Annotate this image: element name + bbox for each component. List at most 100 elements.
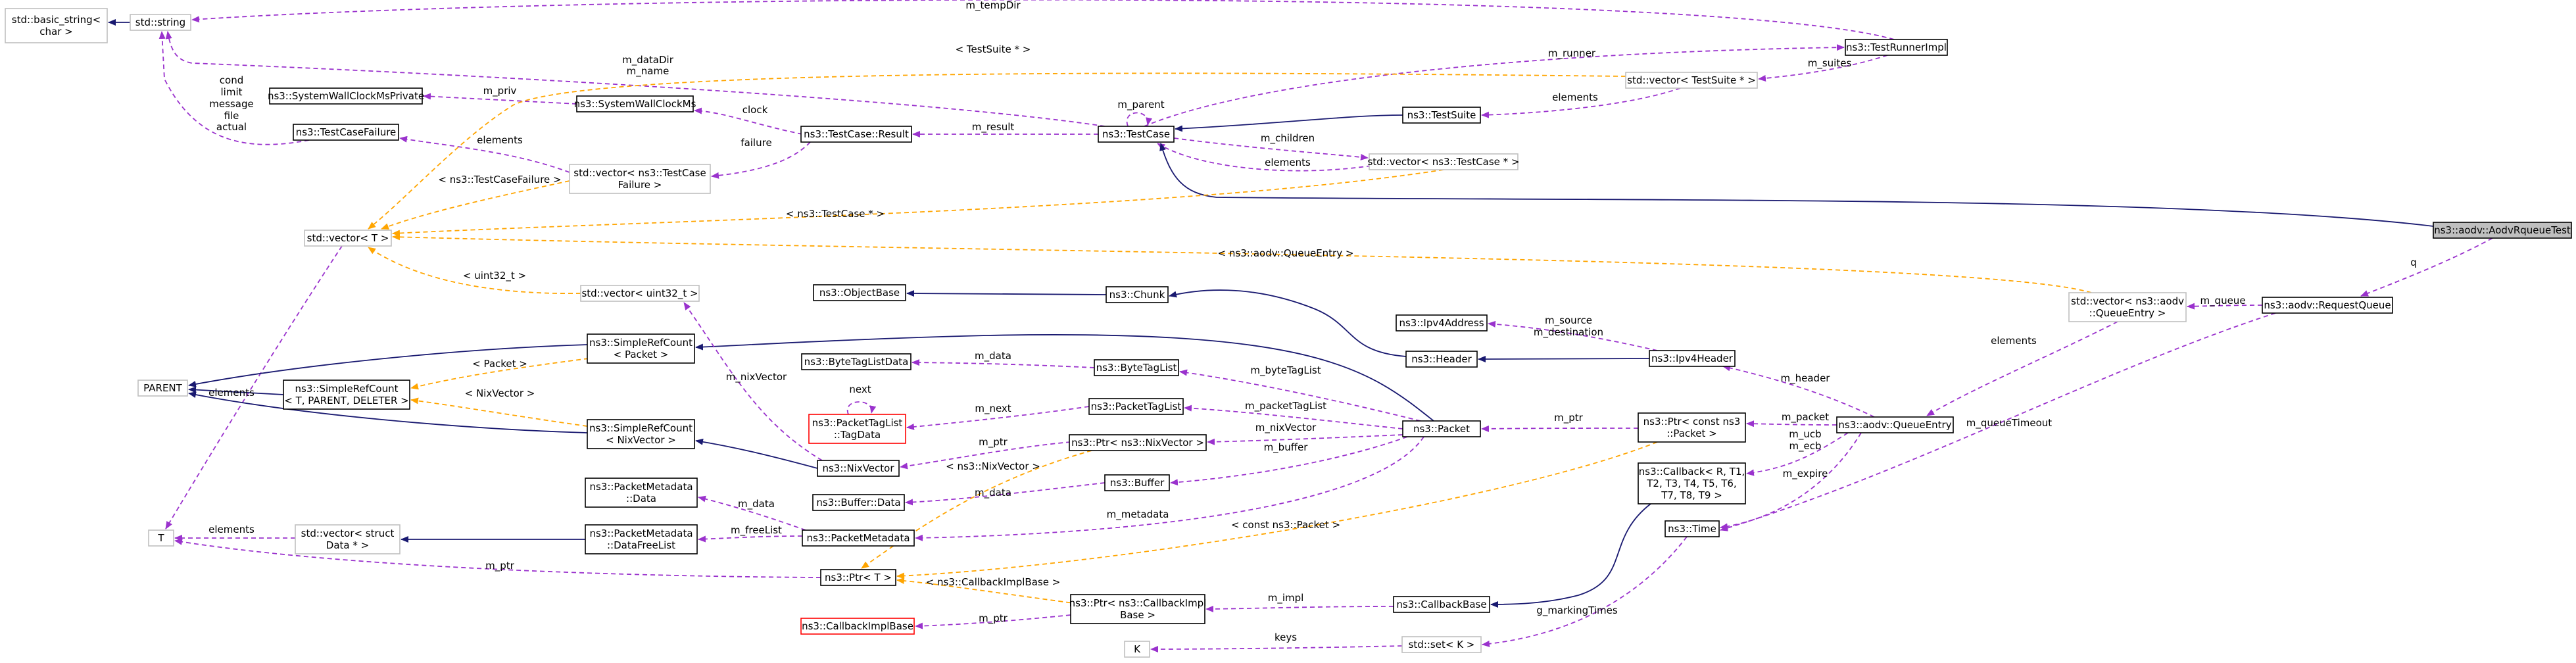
node-vec_qe[interactable]: std::vector< ns3::aodv::QueueEntry > xyxy=(2068,292,2187,322)
node-vec_ts[interactable]: std::vector< TestSuite * > xyxy=(1625,72,1758,89)
node-box xyxy=(2068,292,2187,322)
node-label: ns3::SimpleRefCount xyxy=(295,383,399,395)
node-parent[interactable]: PARENT xyxy=(137,380,188,397)
node-bytetaglistdata[interactable]: ns3::ByteTagListData xyxy=(801,353,911,370)
node-pmfreelist[interactable]: ns3::PacketMetadata::DataFreeList xyxy=(585,524,698,554)
node-pmdata[interactable]: ns3::PacketMetadata::Data xyxy=(585,478,698,508)
node-chunk[interactable]: ns3::Chunk xyxy=(1106,286,1169,303)
edge-testcase-to-string xyxy=(165,31,1106,127)
node-callbackbase[interactable]: ns3::CallbackBase xyxy=(1393,596,1490,613)
node-box xyxy=(801,353,911,370)
node-objectbase[interactable]: ns3::ObjectBase xyxy=(813,284,906,301)
edge-runner-to-string xyxy=(191,0,1895,40)
edge-label: m_ptr xyxy=(979,436,1008,449)
node-ptr_packet[interactable]: ns3::Ptr< const ns3::Packet > xyxy=(1638,412,1746,443)
edge-testsuite-to-testcase xyxy=(1175,114,1403,132)
node-ptr_nix[interactable]: ns3::Ptr< ns3::NixVector > xyxy=(1069,434,1207,451)
node-time[interactable]: ns3::Time xyxy=(1665,520,1720,537)
node-ptr_cbimpl[interactable]: ns3::Ptr< ns3::CallbackImplBase > xyxy=(1069,594,1207,624)
node-nixvector[interactable]: ns3::NixVector xyxy=(817,460,900,477)
node-set_k[interactable]: std::set< K > xyxy=(1401,636,1482,653)
node-label: ns3::TestCase::Result xyxy=(804,128,909,140)
node-header[interactable]: ns3::Header xyxy=(1405,351,1478,368)
node-sysclockpriv[interactable]: ns3::SystemWallClockMsPrivate xyxy=(268,87,424,105)
edge-label: m_ptr xyxy=(979,612,1008,625)
edge-testcase-to-runner xyxy=(1144,44,1845,127)
node-vec_u32[interactable]: std::vector< uint32_t > xyxy=(580,285,700,302)
node-T[interactable]: T xyxy=(148,529,174,547)
node-label: Data * > xyxy=(326,539,369,551)
node-bytetaglist[interactable]: ns3::ByteTagList xyxy=(1094,359,1179,376)
node-requestqueue[interactable]: ns3::aodv::RequestQueue xyxy=(2262,297,2393,314)
node-label: ns3::NixVector xyxy=(822,462,894,474)
node-box xyxy=(283,380,410,410)
edge-label: next xyxy=(849,383,871,395)
node-vec_tcf[interactable]: std::vector< ns3::TestCaseFailure > xyxy=(569,164,711,194)
node-packettaglist[interactable]: ns3::PacketTagList xyxy=(1088,398,1184,415)
node-box xyxy=(1402,420,1481,437)
edge-label: m_data xyxy=(738,498,775,510)
node-K[interactable]: K xyxy=(1124,641,1150,658)
node-callback[interactable]: ns3::Callback< R, T1,T2, T3, T4, T5, T6,… xyxy=(1638,462,1746,504)
node-label: ::DataFreeList xyxy=(607,539,675,551)
edge-vec_tcf-to-vec_t xyxy=(381,180,570,230)
node-label: std::set< K > xyxy=(1409,639,1475,651)
node-box xyxy=(1369,153,1519,170)
edge-label: m_nixVector xyxy=(1255,422,1317,434)
edge-nixvector-to-vec_u32 xyxy=(683,302,823,461)
node-result[interactable]: ns3::TestCase::Result xyxy=(800,126,912,143)
node-src_generic[interactable]: ns3::SimpleRefCount< T, PARENT, DELETER … xyxy=(283,380,410,410)
edge-queueentry-to-time xyxy=(1720,432,1862,530)
node-string[interactable]: std::string xyxy=(130,14,191,31)
edge-label: elements xyxy=(1552,91,1598,103)
node-src_packet[interactable]: ns3::SimpleRefCount< Packet > xyxy=(587,333,695,364)
node-label: ns3::Ptr< ns3::NixVector > xyxy=(1071,437,1204,449)
node-testsuite[interactable]: ns3::TestSuite xyxy=(1402,107,1481,124)
node-box xyxy=(1405,351,1478,368)
edge-label: m_source xyxy=(1545,314,1592,327)
node-src_nix[interactable]: ns3::SimpleRefCount< NixVector > xyxy=(587,419,695,449)
node-label: ns3::Ptr< ns3::CallbackImpl xyxy=(1069,597,1207,609)
edge-result-to-sysclock xyxy=(694,107,803,135)
node-label: PARENT xyxy=(143,382,182,394)
node-box xyxy=(576,95,694,112)
node-testcase[interactable]: ns3::TestCase xyxy=(1098,126,1175,143)
node-cbimpl[interactable]: ns3::CallbackImplBase xyxy=(800,618,915,635)
node-ptr_t[interactable]: ns3::Ptr< T > xyxy=(820,569,896,586)
node-box xyxy=(295,524,401,554)
node-runner[interactable]: ns3::TestRunnerImpl xyxy=(1845,39,1948,56)
edge-label: elements xyxy=(208,387,255,399)
node-vec_t[interactable]: std::vector< T > xyxy=(304,230,392,247)
node-box xyxy=(2433,222,2572,239)
edge-label: m_nixVector xyxy=(726,371,787,383)
node-sysclock[interactable]: ns3::SystemWallClockMs xyxy=(574,95,696,112)
node-buffer[interactable]: ns3::Buffer xyxy=(1104,474,1170,491)
node-label: ns3::SystemWallClockMsPrivate xyxy=(268,90,424,102)
edge-vec_ts-to-testsuite xyxy=(1481,87,1681,118)
node-packetmetadata[interactable]: ns3::PacketMetadata xyxy=(802,529,915,547)
node-testcasefailure[interactable]: ns3::TestCaseFailure xyxy=(293,124,399,141)
edge-label: m_tempDir xyxy=(965,0,1021,12)
node-ipv4address[interactable]: ns3::Ipv4Address xyxy=(1396,314,1488,332)
node-queueentry[interactable]: ns3::aodv::QueueEntry xyxy=(1836,416,1954,433)
node-label: std::vector< ns3::aodv xyxy=(2071,295,2184,307)
edge-label: cond xyxy=(220,74,243,86)
node-packet[interactable]: ns3::Packet xyxy=(1402,420,1481,437)
node-basic_string[interactable]: std::basic_string<char > xyxy=(5,8,108,43)
edge-queueentry-to-ipv4header xyxy=(1722,364,1875,418)
edge-tagdata-to-tagdata xyxy=(846,401,877,415)
node-vec_tc[interactable]: std::vector< ns3::TestCase * > xyxy=(1367,153,1520,170)
node-box xyxy=(587,419,695,449)
node-label: std::string xyxy=(135,16,185,28)
node-bufferdata[interactable]: ns3::Buffer::Data xyxy=(812,494,905,511)
node-box xyxy=(808,414,906,444)
edge-packettaglist-to-tagdata xyxy=(906,406,1090,430)
edge-label: m_queueTimeout xyxy=(1966,417,2052,430)
edge-label: m_expire xyxy=(1783,468,1828,480)
node-ipv4header[interactable]: ns3::Ipv4Header xyxy=(1649,350,1736,367)
node-tagdata[interactable]: ns3::PacketTagList::TagData xyxy=(808,414,906,444)
node-box xyxy=(587,333,695,364)
node-box xyxy=(569,164,711,194)
edge-vec_tc-to-testcase xyxy=(1157,143,1372,172)
